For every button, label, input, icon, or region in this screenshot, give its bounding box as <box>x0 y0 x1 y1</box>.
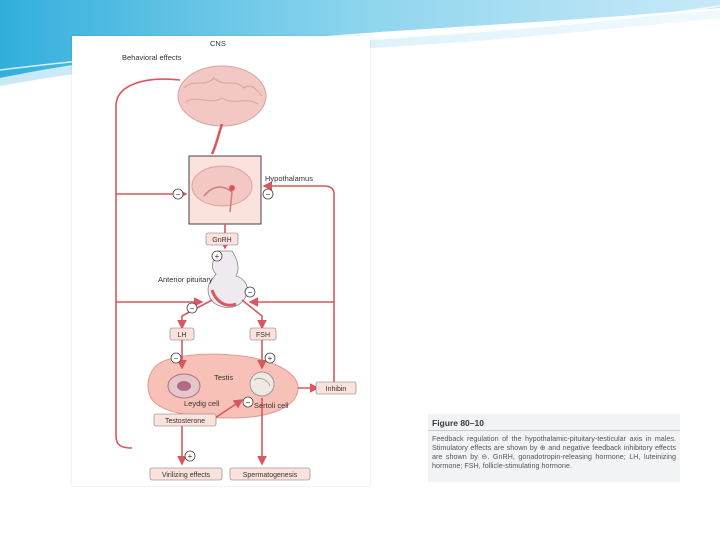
pituitary-illustration <box>207 250 248 308</box>
label-boxes <box>149 232 357 481</box>
caption-divider <box>428 430 680 431</box>
testis-illustration <box>147 353 299 419</box>
anterior-pituitary-label: Anterior pituitary <box>158 275 213 284</box>
hypothalamus-box <box>188 155 262 225</box>
figure-panel: − − + − − − + − + CNS Be <box>72 36 370 486</box>
sign-glyphs: − − + − − − + − + <box>174 190 273 461</box>
figure-caption-box: Figure 80–10 Feedback regulation of the … <box>428 414 680 482</box>
sign-markers <box>170 188 276 462</box>
spermatogenesis-label: Spermatogenesis <box>243 472 298 479</box>
minus-sign-sertoli: − <box>246 398 251 407</box>
minus-sign-lh: − <box>174 354 179 363</box>
leydig-cell-label: Leydig cell <box>184 399 220 408</box>
gnrh-label: GnRH <box>212 237 231 244</box>
sertoli-cell-label: Sertoli cell <box>254 401 289 410</box>
testosterone-label: Testosterone <box>165 418 205 425</box>
testis-label: Testis <box>214 373 233 382</box>
behavioral-effects-label: Behavioral effects <box>122 53 182 62</box>
virilizing-effects-label: Virilizing effects <box>162 472 211 479</box>
inhibin-label: Inhibin <box>326 386 347 393</box>
minus-sign-pituitary-right: − <box>248 288 253 297</box>
minus-sign-hypothalamus-left: − <box>176 190 181 199</box>
minus-sign-pituitary-left: − <box>190 304 195 313</box>
plus-sign-virilizing: + <box>188 452 193 461</box>
minus-sign-hypothalamus-right: − <box>266 190 271 199</box>
hpt-axis-diagram: − − + − − − + − + CNS Be <box>115 39 357 481</box>
figure-caption-text: Feedback regulation of the hypothalamic-… <box>432 434 676 470</box>
plus-sign-gnrh: + <box>215 252 220 261</box>
fsh-label: FSH <box>256 332 270 339</box>
plus-sign-fsh: + <box>268 354 273 363</box>
figure-caption-title: Figure 80–10 <box>432 418 484 428</box>
cns-label: CNS <box>210 39 226 48</box>
hypothalamus-label: Hypothalamus <box>265 174 313 183</box>
brain-illustration <box>177 65 267 155</box>
lh-label: LH <box>178 332 187 339</box>
